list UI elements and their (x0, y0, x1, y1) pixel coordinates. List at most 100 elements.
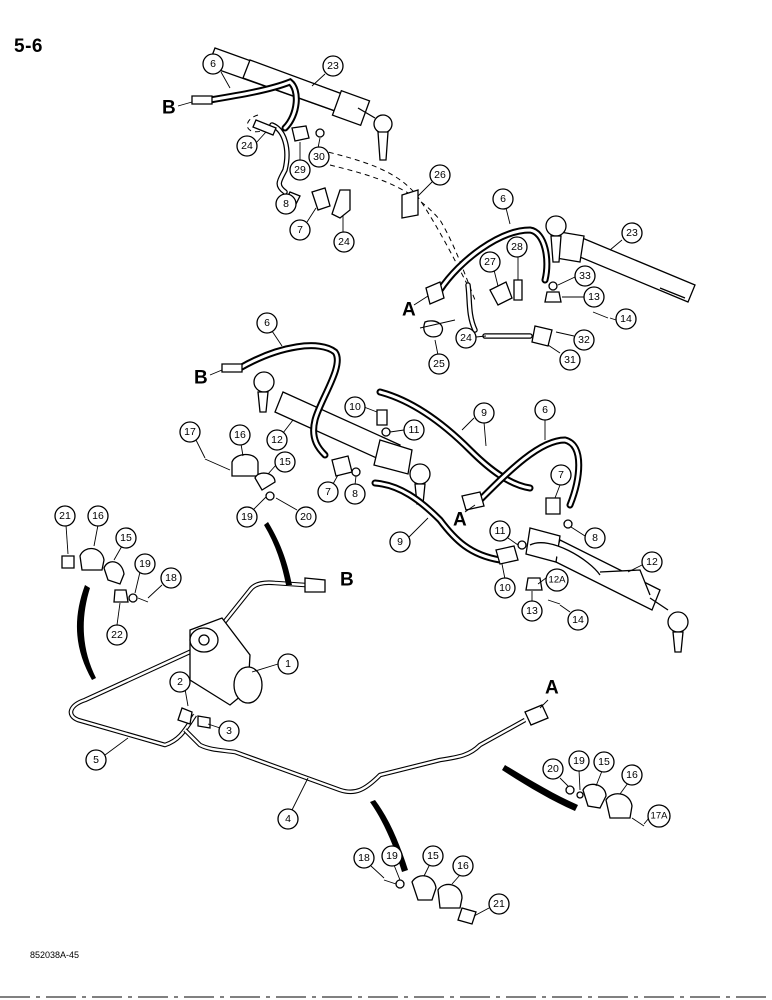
letter-b-lower: B (340, 570, 354, 591)
callout-19d: 19 (381, 845, 403, 881)
svg-text:14: 14 (572, 614, 584, 626)
callout-14b: 14 (559, 604, 589, 631)
callout-18a: 18 (147, 567, 182, 599)
callout-5: 5 (85, 737, 129, 771)
callout-24b: 24 (333, 216, 355, 253)
svg-text:13: 13 (588, 291, 600, 303)
svg-text:5: 5 (93, 754, 99, 766)
svg-text:4: 4 (285, 813, 291, 825)
letter-b-mid: B (194, 368, 208, 389)
callout-8c: 8 (570, 526, 606, 549)
svg-text:12: 12 (646, 556, 658, 568)
fitting-a-lower (524, 704, 549, 726)
clamp-22 (113, 589, 129, 603)
svg-text:8: 8 (283, 198, 289, 210)
callout-15b: 15 (113, 527, 137, 561)
steering-valve-and-tubes (61, 547, 645, 925)
svg-text:11: 11 (409, 424, 420, 436)
tie-rod-stud (377, 131, 389, 161)
callout-16b: 16 (87, 505, 109, 547)
callout-19c: 19 (568, 750, 590, 791)
callout-16c: 16 (619, 764, 643, 795)
callout-21b: 21 (473, 893, 510, 917)
svg-text:21: 21 (59, 510, 71, 522)
callout-15a: 15 (267, 451, 296, 475)
svg-text:9: 9 (481, 407, 487, 419)
svg-text:27: 27 (484, 256, 496, 268)
svg-text:29: 29 (294, 164, 306, 176)
swoosh-right (502, 765, 578, 811)
svg-text:6: 6 (500, 193, 506, 205)
svg-text:19: 19 (573, 755, 585, 767)
callout-12b: 12 (627, 551, 663, 573)
callout-21a: 21 (54, 505, 76, 555)
nut-13 (544, 291, 562, 303)
callout-31: 31 (547, 344, 581, 371)
tie-rod-end-right-mid (409, 463, 431, 485)
svg-text:23: 23 (327, 60, 339, 72)
swoosh-left (76, 585, 96, 680)
letter-a-upper: A (402, 300, 416, 321)
svg-text:33: 33 (579, 270, 591, 282)
tie-rod-end (373, 114, 393, 134)
callout-13b: 13 (521, 591, 543, 622)
callout-28: 28 (506, 236, 528, 280)
svg-text:19: 19 (386, 850, 398, 862)
svg-text:30: 30 (313, 151, 325, 163)
elbow-7-right (545, 497, 561, 515)
tie-rod-end-lower-right (667, 611, 689, 633)
cylinder-rod (357, 107, 376, 119)
svg-text:19: 19 (241, 511, 253, 523)
callout-14: 14 (609, 308, 637, 330)
callout-7: 7 (289, 207, 317, 241)
svg-text:11: 11 (495, 525, 506, 537)
callout-2: 2 (169, 671, 191, 707)
svg-text:15: 15 (279, 456, 291, 468)
clamp-16 (231, 453, 259, 477)
svg-text:14: 14 (620, 313, 632, 325)
callout-19b: 19 (134, 553, 156, 594)
fitting-29 (291, 125, 310, 142)
callout-10b: 10 (494, 563, 516, 599)
callout-23b: 23 (609, 222, 643, 251)
fitting-10 (376, 409, 388, 426)
svg-text:16: 16 (92, 510, 104, 522)
callout-19a: 19 (236, 496, 267, 528)
callout-7c: 7 (550, 464, 572, 499)
svg-text:24: 24 (338, 236, 350, 248)
callout-24c: 24 (455, 327, 487, 349)
svg-text:8: 8 (592, 532, 598, 544)
svg-text:28: 28 (511, 241, 523, 253)
svg-text:15: 15 (120, 532, 132, 544)
svg-text:32: 32 (578, 334, 590, 346)
callout-26: 26 (417, 164, 451, 197)
tube-12-right (599, 569, 651, 596)
callout-11a: 11 (389, 419, 425, 441)
letter-a-lower: A (545, 678, 559, 699)
elbow-7 (311, 187, 331, 211)
middle-cylinder-assembly (204, 342, 689, 653)
connection-letters: B A B A B A (162, 98, 559, 709)
svg-text:3: 3 (226, 725, 232, 737)
svg-text:6: 6 (210, 58, 216, 70)
callout-17A: 17A (643, 804, 671, 828)
callout-18b: 18 (353, 847, 385, 879)
callout-22: 22 (106, 602, 128, 646)
upper-right-cylinder-assembly (419, 215, 696, 347)
svg-text:7: 7 (558, 469, 564, 481)
callout-29: 29 (289, 142, 311, 181)
figure-code: 852038A-45 (30, 950, 80, 960)
callout-1: 1 (251, 653, 299, 675)
callout-27: 27 (479, 251, 501, 287)
svg-text:24: 24 (241, 140, 253, 152)
callout-9b: 9 (389, 517, 429, 553)
callout-20a: 20 (275, 497, 317, 528)
svg-text:10: 10 (349, 401, 361, 413)
oring-30 (315, 128, 325, 138)
fitting-b-lower (304, 577, 326, 593)
svg-text:20: 20 (547, 763, 559, 775)
svg-text:23: 23 (626, 227, 638, 239)
svg-text:1: 1 (285, 658, 291, 670)
svg-text:24: 24 (460, 332, 472, 344)
tie-25 (423, 320, 444, 338)
